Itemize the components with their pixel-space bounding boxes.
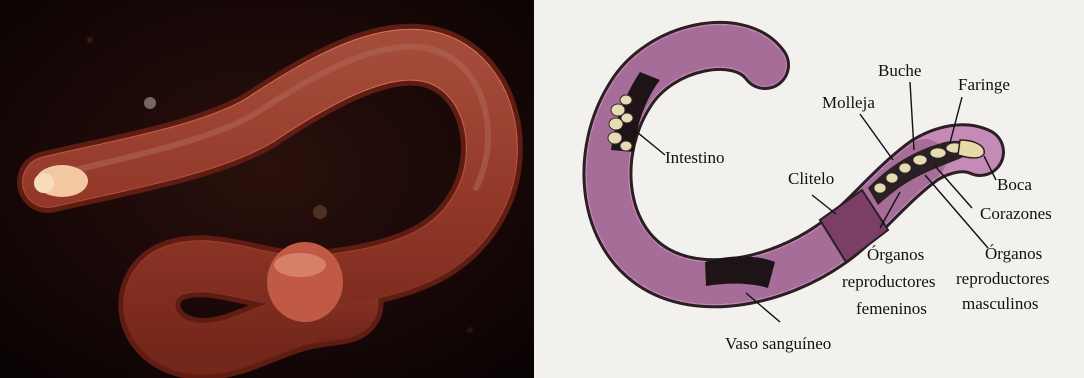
label-faringe: Faringe — [958, 75, 1010, 94]
label-boca: Boca — [997, 175, 1032, 194]
label-clitelo: Clitelo — [788, 169, 834, 188]
label-organos-masc-2: reproductores — [956, 269, 1049, 288]
label-intestino: Intestino — [665, 148, 725, 167]
label-organos-masc-1: Órganos — [985, 244, 1042, 263]
soil-speck — [144, 97, 156, 109]
label-buche: Buche — [878, 61, 921, 80]
soil-speck — [87, 37, 93, 43]
soil-speck — [313, 205, 327, 219]
label-molleja: Molleja — [822, 93, 875, 112]
earthworm-head-tip — [34, 173, 54, 193]
label-corazones: Corazones — [980, 204, 1052, 223]
earthworm-anatomy-diagram: Intestino Clitelo Molleja Buche Faringe … — [534, 0, 1084, 378]
label-organos-fem-2: reproductores — [842, 272, 935, 291]
diagram-vessel-region — [705, 256, 775, 288]
label-organos-fem-1: Órganos — [867, 245, 924, 264]
earthworm-photo — [0, 0, 534, 378]
label-vaso: Vaso sanguíneo — [725, 334, 831, 353]
soil-speck — [467, 327, 473, 333]
label-organos-masc-3: masculinos — [962, 294, 1039, 313]
label-organos-fem-3: femeninos — [856, 299, 927, 318]
clitellum-highlight — [274, 253, 326, 277]
